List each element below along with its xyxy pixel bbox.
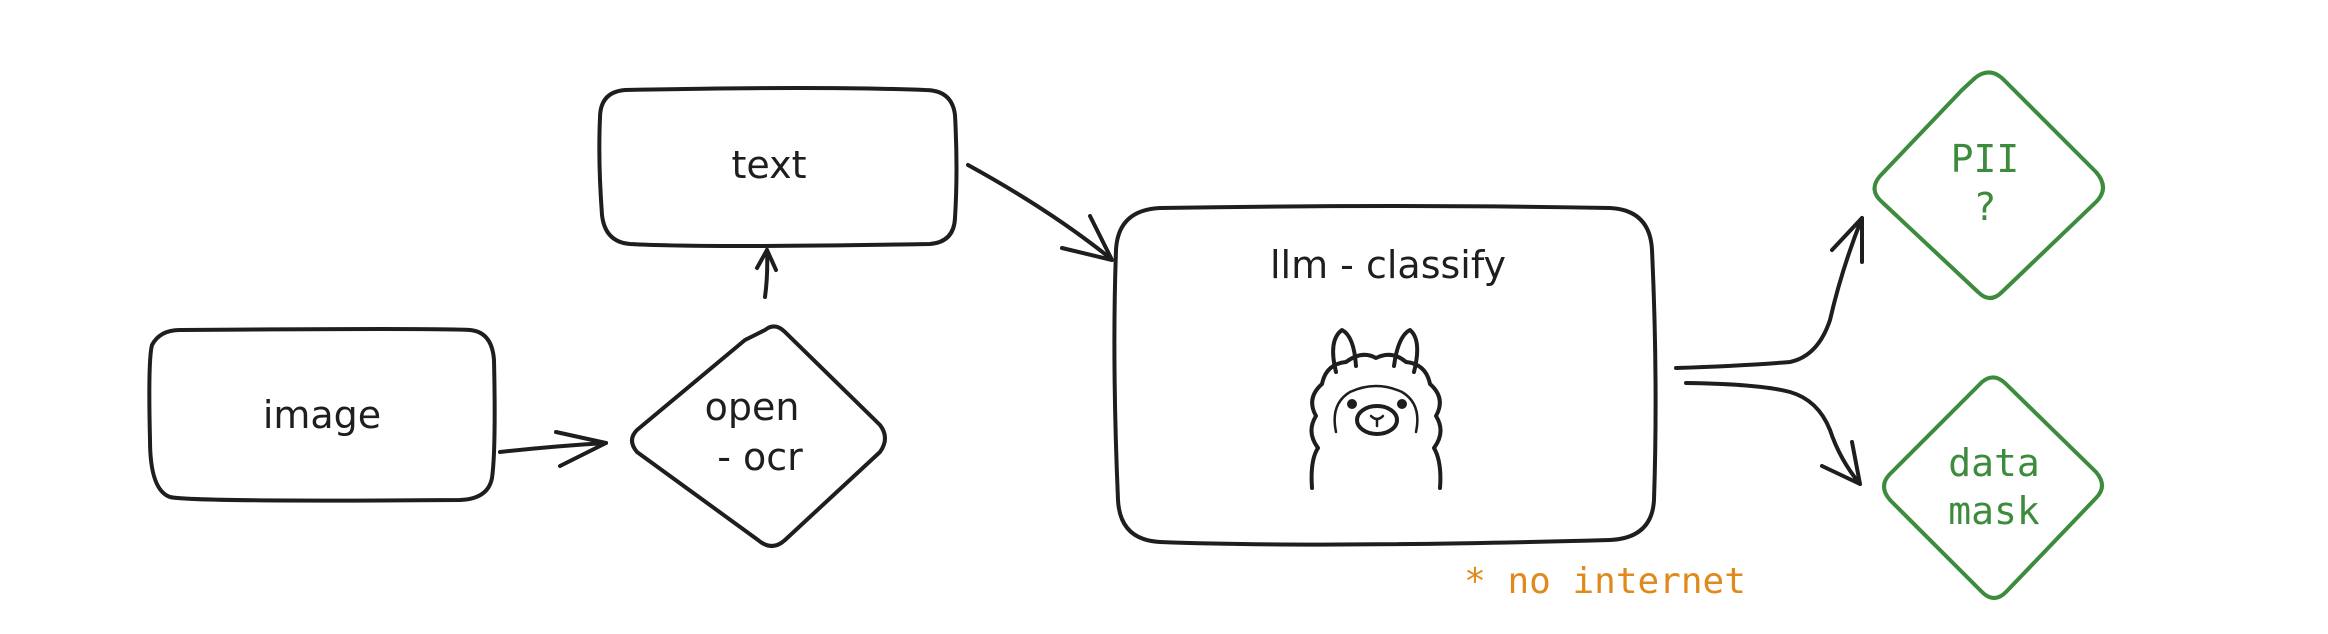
pii-diamond-outline [1872, 70, 2105, 300]
arrow-ocr-to-text [755, 248, 778, 299]
open-ocr-node[interactable]: open - ocr [630, 324, 887, 548]
data-mask-label-line2: mask [1948, 489, 2040, 533]
image-label: image [263, 393, 381, 437]
text-label: text [732, 143, 807, 187]
data-mask-diamond-outline [1882, 375, 2104, 600]
open-ocr-label-line1: open [705, 385, 800, 429]
data-mask-label-line1: data [1948, 441, 2040, 485]
arrow-llm-to-datamask [1684, 381, 1862, 486]
llm-classify-label: llm - classify [1270, 243, 1506, 287]
arrow-image-to-ocr [498, 430, 608, 468]
data-mask-node[interactable]: data mask [1882, 375, 2104, 600]
open-ocr-diamond-outline [630, 324, 887, 548]
text-node[interactable]: text [597, 86, 959, 248]
llama-icon [1309, 328, 1443, 490]
pii-label-line2: ? [1974, 185, 1997, 229]
image-node[interactable]: image [147, 327, 497, 503]
llm-box-outline [1112, 204, 1658, 547]
no-internet-note: * no internet [1464, 561, 1746, 602]
pii-label-line1: PII [1951, 137, 2020, 181]
arrow-llm-to-pii [1674, 216, 1864, 370]
text-box-outline [597, 86, 959, 248]
llm-classify-node[interactable]: llm - classify [1112, 204, 1658, 547]
open-ocr-label-line2: - ocr [717, 435, 803, 479]
image-box-outline [147, 327, 497, 503]
arrow-text-to-llm [966, 163, 1114, 262]
pii-node[interactable]: PII ? [1872, 70, 2105, 300]
